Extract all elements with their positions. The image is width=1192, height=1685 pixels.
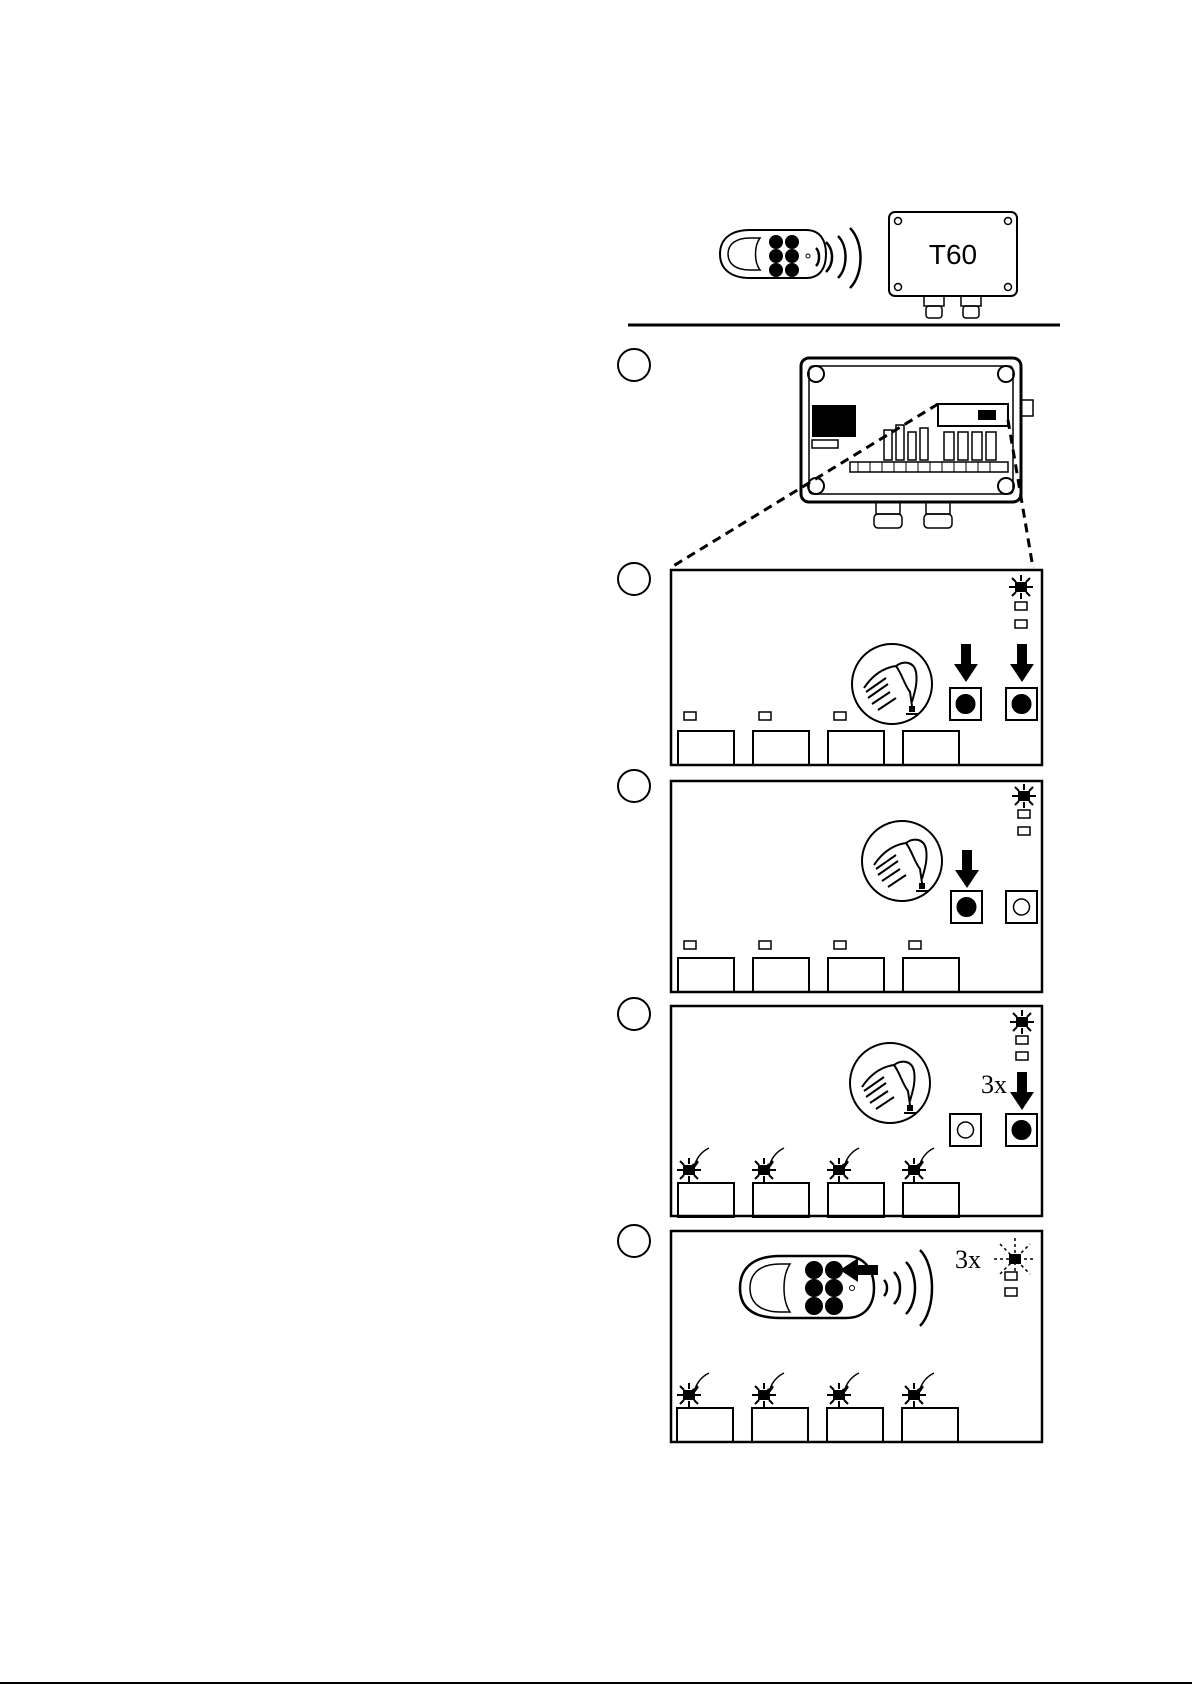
step-marker [618, 349, 650, 381]
step-marker [618, 998, 650, 1030]
board-panel [671, 1006, 1042, 1216]
finger-press-icon [862, 821, 942, 901]
finger-press-icon [852, 644, 932, 724]
status-leds [1010, 1010, 1034, 1060]
channel-leds [684, 712, 846, 720]
down-arrow-icon [1010, 644, 1034, 682]
down-arrow-icon [1010, 1072, 1034, 1110]
push-button-idle [950, 1114, 981, 1146]
relay-blocks [678, 958, 959, 992]
step-5: 3x [618, 1225, 1042, 1442]
push-button-pressed [1006, 1114, 1037, 1146]
step-2 [618, 563, 1042, 765]
channel-leds-blinking [677, 1373, 934, 1407]
blinking-led-icon [1010, 1010, 1034, 1034]
push-button-pressed [951, 891, 982, 923]
header-illustration: T60 [628, 212, 1060, 325]
relay-blocks [678, 1183, 959, 1217]
push-button-pressed [950, 688, 981, 720]
step-4: 3x [618, 998, 1042, 1217]
finger-press-icon [850, 1043, 930, 1123]
channel-leds [684, 941, 921, 949]
step-marker [618, 770, 650, 802]
down-arrow-icon [955, 850, 979, 888]
blinking-led-icon [1009, 575, 1033, 599]
down-arrow-icon [954, 644, 978, 682]
relay-blocks [677, 1408, 958, 1442]
push-button-idle [1006, 891, 1037, 923]
open-box-illustration [801, 358, 1033, 528]
step-marker [618, 563, 650, 595]
relay-blocks [678, 731, 959, 765]
blink-count: 3x [955, 1245, 981, 1274]
press-count: 3x [981, 1070, 1007, 1099]
step-3 [618, 770, 1042, 992]
blinking-led-icon [1012, 784, 1036, 808]
status-leds [1009, 575, 1033, 628]
step-marker [618, 1225, 650, 1257]
device-label: T60 [929, 239, 977, 270]
radio-waves-icon [816, 228, 861, 288]
status-leds [1012, 784, 1036, 835]
radio-waves-icon [884, 1250, 932, 1326]
step-1 [618, 349, 1033, 568]
board-panel [671, 781, 1042, 992]
push-button-pressed [1006, 688, 1037, 720]
channel-leds-blinking [677, 1148, 934, 1182]
remote-control-icon [720, 230, 826, 278]
